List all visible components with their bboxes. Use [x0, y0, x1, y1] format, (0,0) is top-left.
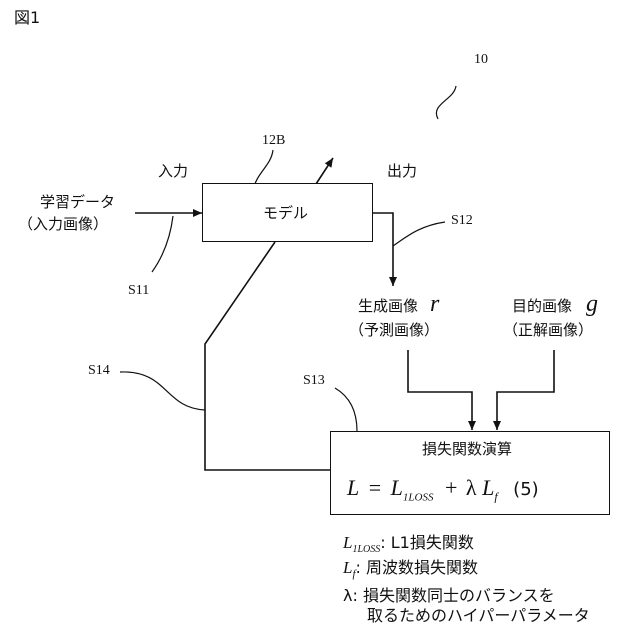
generated-symbol: r [430, 292, 439, 316]
target-line1: 目的画像 [512, 299, 572, 314]
legend-l1-desc: L1損失関数 [391, 533, 474, 552]
output-arrow [372, 213, 393, 286]
legend-lf-desc: 周波数損失関数 [366, 558, 478, 577]
loss-box: 損失関数演算 L = L1LOSS + λ Lf (5) [330, 431, 610, 515]
legend-lambda-colon: : [352, 586, 357, 605]
input-step: S11 [128, 284, 149, 298]
legend-lambda-desc-1: 損失関数同士のバランスを [363, 586, 555, 605]
legend-lf: Lf: 周波数損失関数 [343, 554, 478, 580]
loss-title: 損失関数演算 [422, 442, 512, 457]
leader-s13 [335, 388, 357, 431]
legend-lambda-desc-2: 取るためのハイパーパラメータ [367, 608, 590, 624]
leader-s11 [152, 216, 173, 272]
legend-l1-colon: : [380, 533, 385, 552]
model-label: モデル [263, 206, 308, 221]
generated-line2: （予測画像） [349, 323, 439, 338]
target-line2: （正解画像） [503, 323, 593, 338]
eq-plus: + [445, 475, 457, 500]
eq-lhs: L [347, 475, 359, 500]
eq-l1-sub: 1LOSS [403, 491, 434, 503]
eq-number: (5) [513, 479, 539, 500]
eq-lambda: λ [466, 475, 477, 500]
output-step: S12 [451, 214, 473, 228]
feedback-line [205, 242, 330, 470]
eq-lf: L [482, 475, 494, 500]
loss-equation: L = L1LOSS + λ Lf (5) [347, 476, 539, 504]
leader-s12 [393, 222, 445, 246]
input-line2: （入力画像） [18, 217, 108, 232]
loss-step: S13 [303, 374, 325, 388]
feedback-step: S14 [88, 364, 110, 378]
system-ref: 10 [474, 53, 488, 67]
leader-s14 [120, 372, 205, 410]
update-arrow [316, 158, 333, 184]
legend-l1: L1LOSS: L1損失関数 [343, 529, 474, 555]
legend-lambda: λ: 損失関数同士のバランスを [343, 582, 555, 606]
input-heading: 入力 [158, 164, 188, 179]
input-line1: 学習データ [40, 195, 115, 210]
model-ref: 12B [262, 134, 285, 148]
generated-line1: 生成画像 [358, 299, 418, 314]
legend-lf-colon: : [356, 558, 361, 577]
figure-label: 図1 [14, 10, 40, 26]
model-box: モデル [202, 183, 373, 242]
target-symbol: g [586, 292, 598, 316]
eq-l1: L [391, 475, 403, 500]
eq-lf-sub: f [494, 489, 497, 503]
output-heading: 出力 [387, 164, 417, 179]
generated-to-loss-arrow [408, 350, 472, 430]
leader-10 [436, 86, 456, 119]
eq-equals: = [369, 475, 381, 500]
target-to-loss-arrow [497, 350, 554, 430]
